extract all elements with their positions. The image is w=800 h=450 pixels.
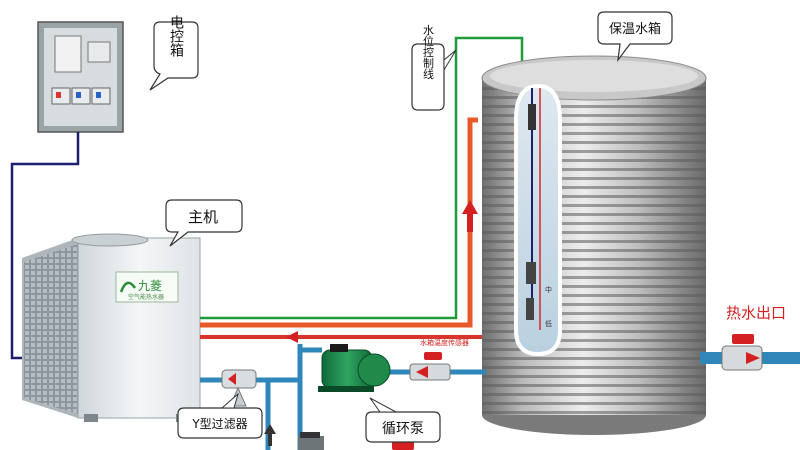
- filter-flow-arrow: [228, 373, 236, 385]
- level-wire-callout: 水位控制线: [411, 24, 457, 111]
- host-unit-label: 主机: [188, 208, 218, 226]
- insulated-water-tank: 中 低: [481, 55, 707, 435]
- brand-tagline: 空气能热水器: [128, 293, 164, 301]
- circulation-pump-callout: 循环泵: [365, 397, 441, 443]
- hot-flow-arrow: [462, 200, 478, 232]
- outlet-flow-arrow: [746, 352, 760, 364]
- control-wire: [10, 132, 80, 360]
- host-unit-callout: 主机: [165, 199, 243, 247]
- y-filter-label: Y型过滤器: [191, 417, 247, 431]
- y-filter-callout: Y型过滤器: [177, 392, 263, 439]
- brand-logo: 九菱: [138, 279, 162, 293]
- hot-water-outlet-label: 热水出口: [726, 304, 786, 322]
- inlet-up-arrow: [264, 424, 276, 446]
- water-tank-label: 保温水箱: [609, 21, 661, 37]
- y-filter: [221, 369, 257, 407]
- return-flow-arrow: [416, 366, 428, 378]
- circulation-pump-label: 循环泵: [382, 421, 424, 437]
- level-mid-marker: 中: [545, 285, 552, 294]
- control-box: [37, 21, 124, 133]
- hot-pipe-arrow: [286, 331, 298, 343]
- level-low-marker: 低: [545, 319, 552, 328]
- circulation-pump: [318, 344, 391, 392]
- control-box-callout: 电控箱: [149, 15, 199, 91]
- pump-outlet-valve: [409, 352, 451, 381]
- hot-water-outlet-valve: [700, 334, 800, 371]
- tank-cutaway: [514, 83, 562, 357]
- control-box-label: 电控箱: [168, 15, 184, 57]
- host-unit: 九菱 空气能热水器: [22, 233, 201, 422]
- water-tank-callout: 保温水箱: [597, 11, 673, 63]
- level-control-wire: [200, 36, 524, 320]
- tank-temp-sensor-label: 水箱温度传感器: [420, 338, 469, 347]
- cold-pipe-network: [200, 347, 486, 450]
- level-wire-label: 水位控制线: [422, 24, 435, 79]
